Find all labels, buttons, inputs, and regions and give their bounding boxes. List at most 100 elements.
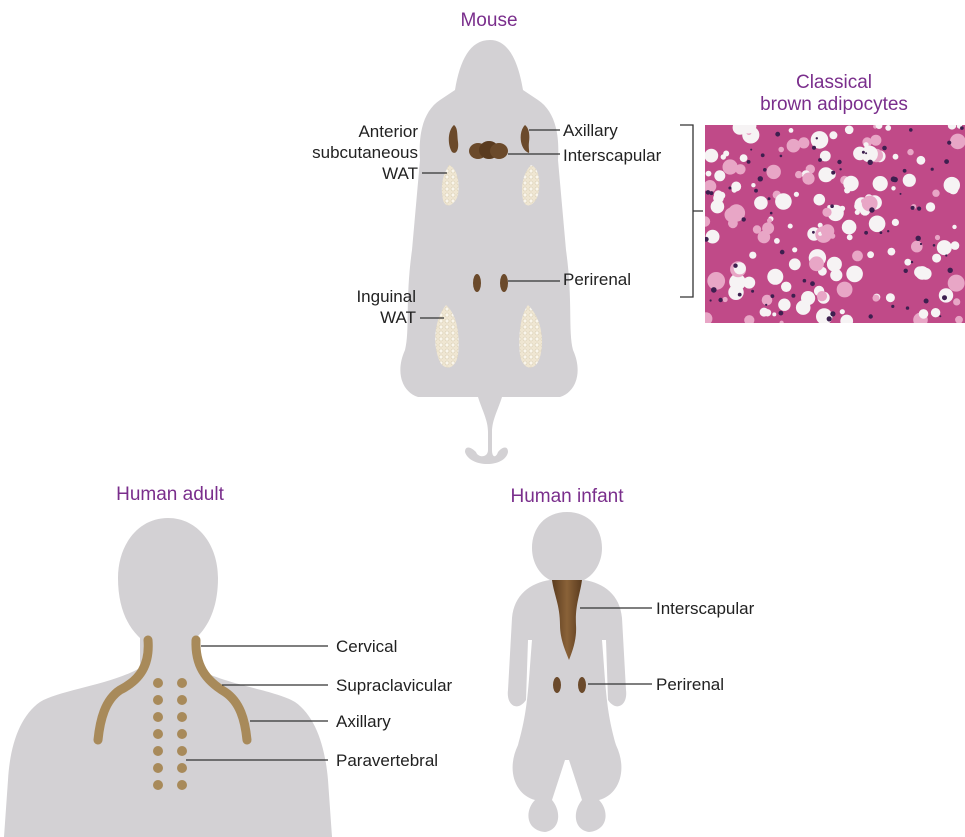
lipid-droplet [845,126,854,135]
lipid-droplet [767,218,772,223]
lipid-droplet [867,251,874,258]
nucleus [812,231,815,234]
nucleus [761,153,765,157]
nucleus [779,311,784,316]
nucleus [903,169,907,173]
nucleus [939,315,941,317]
lipid-droplet [778,147,784,153]
lipid-droplet [792,247,797,252]
paravertebral-dot [177,729,187,739]
lipid-droplet [772,312,776,316]
infant-perirenal-bat-left [553,677,561,693]
nucleus [733,264,737,268]
lipid-droplet [855,210,860,215]
lipid-droplet [852,251,863,262]
lipid-droplet [721,154,726,159]
lipid-droplet [749,252,756,259]
nucleus [747,160,751,164]
lipid-droplet [911,241,923,253]
lipid-droplet [951,241,960,250]
label-perirenal-infant: Perirenal [656,675,724,694]
nucleus [758,176,763,181]
nucleus [750,149,752,151]
nucleus [924,299,929,304]
lipid-droplet [870,135,881,146]
nucleus [945,254,947,256]
nucleus [869,207,874,212]
infant-perirenal-bat-right [578,677,586,693]
nucleus [754,189,758,193]
nucleus [763,168,767,172]
lipid-droplet [847,234,853,240]
lipid-droplet [775,193,792,210]
paravertebral-dot [153,729,163,739]
lipid-droplet [869,216,886,233]
lipid-droplet [842,220,857,235]
label-inguinal-line1: Inguinal [356,287,416,306]
lipid-droplet [903,174,916,187]
nucleus [775,132,780,137]
nucleus [920,243,922,245]
nucleus [837,160,841,164]
nucleus [909,128,913,132]
nucleus [738,293,742,297]
nucleus [904,269,908,273]
paravertebral-dot [153,712,163,722]
lipid-droplet [886,293,895,302]
lipid-droplet [802,173,814,185]
nucleus [810,281,815,286]
nucleus [780,250,785,255]
lipid-droplet [744,315,754,325]
lipid-droplet [837,282,853,298]
lipid-droplet [888,248,896,256]
nucleus [718,298,722,302]
lipid-droplet [893,154,899,160]
interscapular-bat [469,141,508,159]
nucleus [917,207,921,211]
lipid-droplet [885,125,891,131]
lipid-droplet [891,186,895,190]
brown-title-line1: Classical [796,72,872,93]
paravertebral-dot [177,678,187,688]
lipid-droplet [740,154,748,162]
perirenal-bat-left [473,274,481,292]
lipid-droplet [926,202,935,211]
nucleus [933,244,936,247]
lipid-droplet [817,291,827,301]
lipid-droplet [809,256,824,271]
mouse-title: Mouse [460,10,517,31]
paravertebral-dot [177,695,187,705]
nucleus [803,279,807,283]
paravertebral-dot [153,780,163,790]
lipid-droplet [714,170,725,181]
label-axillary-mouse: Axillary [563,121,618,140]
lipid-droplet [787,139,801,153]
nucleus [865,152,867,154]
label-inguinal-line2: WAT [380,308,416,327]
label-interscapular-infant: Interscapular [656,599,755,618]
mouse-section: Mouse Anterior subcutaneous WAT Axillary… [312,10,703,464]
lipid-droplet [904,259,911,266]
brown-title-line2: brown adipocytes [760,94,908,115]
paravertebral-dot [153,746,163,756]
lipid-droplet [700,216,710,226]
nucleus [882,146,887,151]
nucleus [771,294,775,298]
nucleus [704,237,709,242]
nucleus [864,231,868,235]
lipid-droplet [846,266,863,283]
nucleus [880,231,883,234]
nucleus [887,230,889,232]
lipid-droplet [774,238,780,244]
lipid-droplet [840,315,853,328]
nucleus [891,305,894,308]
lipid-droplet [840,309,845,314]
nucleus [944,159,949,164]
lipid-droplet [731,182,741,192]
nucleus [942,295,947,300]
lipid-droplet [706,230,720,244]
nucleus [830,204,834,208]
lipid-droplet [892,219,899,226]
lipid-droplet [952,225,956,229]
label-axillary-adult: Axillary [336,712,391,731]
